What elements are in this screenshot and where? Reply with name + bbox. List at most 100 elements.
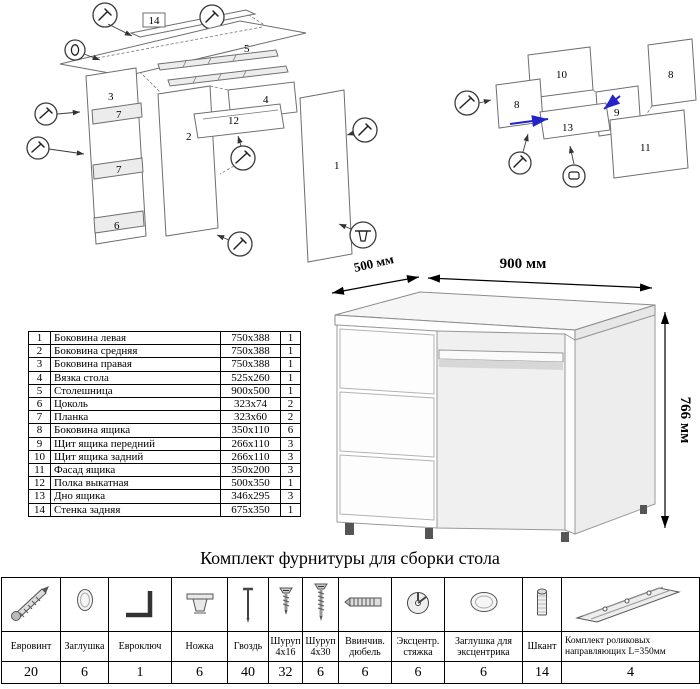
right-side-panel: 1 — [299, 89, 353, 263]
part-label-6: 6 — [114, 220, 120, 232]
pullout-shelf: 12 — [193, 103, 285, 139]
part-label-1: 1 — [334, 160, 340, 172]
hardware-name: Эксцентр. стяжка — [391, 631, 445, 662]
part-qty: 1 — [280, 476, 301, 491]
dim-depth-label: 500 мм — [352, 252, 395, 275]
part-size: 266x110 — [220, 449, 281, 465]
part-name: Фасад ящика — [50, 463, 221, 478]
part-name: Цоколь — [50, 397, 221, 412]
tabletop-panel: 5 — [59, 20, 307, 77]
part-name: Дно ящика — [50, 489, 221, 504]
hardware-qty: 32 — [268, 661, 303, 684]
part-name: Боковина ящика — [50, 423, 221, 438]
hardware-callout — [26, 136, 85, 160]
exploded-view-drawer: 8 10 9 8 13 11 — [454, 38, 697, 188]
part-qty: 2 — [280, 410, 301, 425]
hardware-qty: 6 — [60, 661, 109, 684]
part-qty: 1 — [280, 344, 301, 359]
dowel-screw-icon — [344, 596, 382, 608]
hardware-qty: 40 — [227, 661, 269, 684]
part-label-8: 8 — [668, 69, 674, 81]
roller-guide-icon — [574, 586, 681, 623]
hardware-icon-cell — [522, 577, 562, 632]
drawer-facade-panel: 11 — [609, 109, 689, 179]
part-qty: 3 — [280, 449, 301, 465]
part-num: 11 — [28, 463, 51, 478]
part-size: 750x388 — [220, 357, 281, 372]
hardware-qty: 14 — [522, 661, 562, 684]
hardware-name: Заглушка для эксцентрика — [444, 631, 523, 662]
part-size: 750x388 — [220, 344, 281, 359]
hardware-callout — [346, 117, 378, 143]
part-qty: 1 — [280, 330, 301, 346]
dimension-height: 766 мм — [660, 312, 693, 528]
hardware-qty: 4 — [561, 661, 700, 684]
nail-icon — [243, 587, 253, 623]
screw-4x16-icon — [278, 587, 293, 615]
part-size: 350x110 — [220, 423, 281, 438]
part-size: 500x350 — [220, 476, 281, 491]
part-num: 6 — [28, 397, 51, 412]
part-size: 525x260 — [220, 370, 281, 385]
part-size: 266x110 — [220, 436, 281, 451]
hardware-callout — [508, 133, 532, 175]
hardware-icon-cell — [444, 577, 523, 632]
hardware-qty: 6 — [302, 661, 339, 684]
hardware-name: Гвоздь — [227, 631, 269, 662]
part-name: Боковина левая — [50, 330, 221, 346]
part-num: 13 — [28, 489, 51, 504]
part-label-4: 4 — [263, 94, 269, 106]
part-num: 8 — [28, 423, 51, 438]
exploded-view-desk: 1 4 5 — [26, 2, 378, 263]
cam-lock-icon — [407, 592, 429, 614]
left-side-panel: 3 7 7 6 — [85, 67, 147, 245]
part-qty: 1 — [280, 502, 301, 517]
hardware-icon-cell — [302, 577, 339, 632]
desk-body — [334, 291, 656, 542]
part-qty: 1 — [280, 357, 301, 372]
middle-panel: 2 — [157, 85, 219, 237]
part-label-2: 2 — [186, 131, 192, 143]
screw-4x30-icon — [313, 583, 328, 621]
part-label-8: 8 — [514, 99, 520, 111]
euroscrew-icon — [11, 586, 49, 621]
plug-icon — [76, 589, 93, 611]
part-label-7: 7 — [116, 109, 122, 121]
part-size: 323x60 — [220, 410, 281, 425]
drawer-bottom-panel: 13 — [539, 102, 611, 140]
hardware-callout — [34, 102, 81, 126]
hex-key-icon — [126, 591, 153, 618]
hardware-name: Шкант — [522, 631, 562, 662]
hardware-name: Комплект роликовых направляющих L=350мм — [561, 631, 700, 662]
hardware-icon-cell — [1, 577, 61, 632]
part-qty: 1 — [280, 370, 301, 385]
hardware-icon-cell — [561, 577, 700, 632]
part-label-3: 3 — [108, 91, 114, 103]
desk-3d-view: 900 мм 500 мм 766 мм — [331, 252, 693, 542]
dimension-depth: 500 мм — [331, 252, 420, 295]
part-label-12: 12 — [228, 115, 239, 127]
leg-callout — [338, 221, 377, 249]
part-label-10: 10 — [556, 69, 568, 81]
drawer-rails — [157, 49, 289, 87]
hardware-icon-cell — [338, 577, 392, 632]
hardware-name: Ножка — [171, 631, 228, 662]
part-label-11: 11 — [640, 142, 651, 154]
part-name: Планка — [50, 410, 221, 425]
cam-cover-icon — [470, 592, 497, 612]
hardware-names-row: Евровинт Заглушка Евроключ Ножка Гвоздь … — [1, 631, 700, 662]
hardware-icon-cell — [60, 577, 109, 632]
hardware-icons-row — [1, 577, 700, 632]
part-name: Боковина правая — [50, 357, 221, 372]
part-qty: 1 — [280, 383, 301, 399]
part-label-13: 13 — [562, 122, 574, 134]
